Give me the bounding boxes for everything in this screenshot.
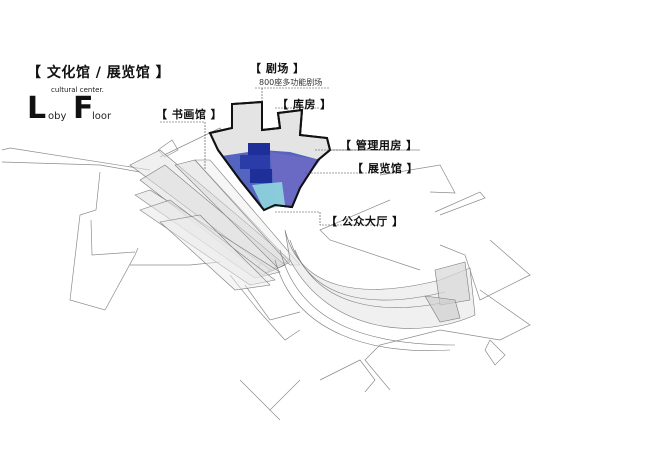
floor-word-loor: loor	[92, 111, 112, 122]
site-outlines	[1, 127, 531, 421]
label-theater-note: 800座多功能剧场	[259, 78, 323, 87]
label-calligraphy-gallery: 【 书画馆 】	[156, 108, 223, 121]
subtitle: cultural center.	[51, 86, 104, 94]
floor-word-oby: oby	[48, 111, 67, 122]
curved-corridor	[274, 229, 476, 351]
page-title: 【 文化馆 / 展览馆 】	[27, 65, 171, 81]
label-storage: 【 库房 】	[277, 98, 332, 111]
leader-lines	[160, 87, 400, 226]
floor-initial-l: L	[27, 91, 47, 126]
label-public-lobby: 【 公众大厅 】	[326, 215, 404, 228]
floor-initial-f: F	[73, 91, 94, 126]
label-theater: 【 剧场 】	[250, 62, 305, 75]
label-management: 【 管理用房 】	[340, 139, 418, 152]
ghost-volumes-left	[129, 149, 301, 291]
label-exhibition-hall: 【 展览馆 】	[352, 162, 419, 175]
cultural-center-volume	[208, 100, 332, 212]
